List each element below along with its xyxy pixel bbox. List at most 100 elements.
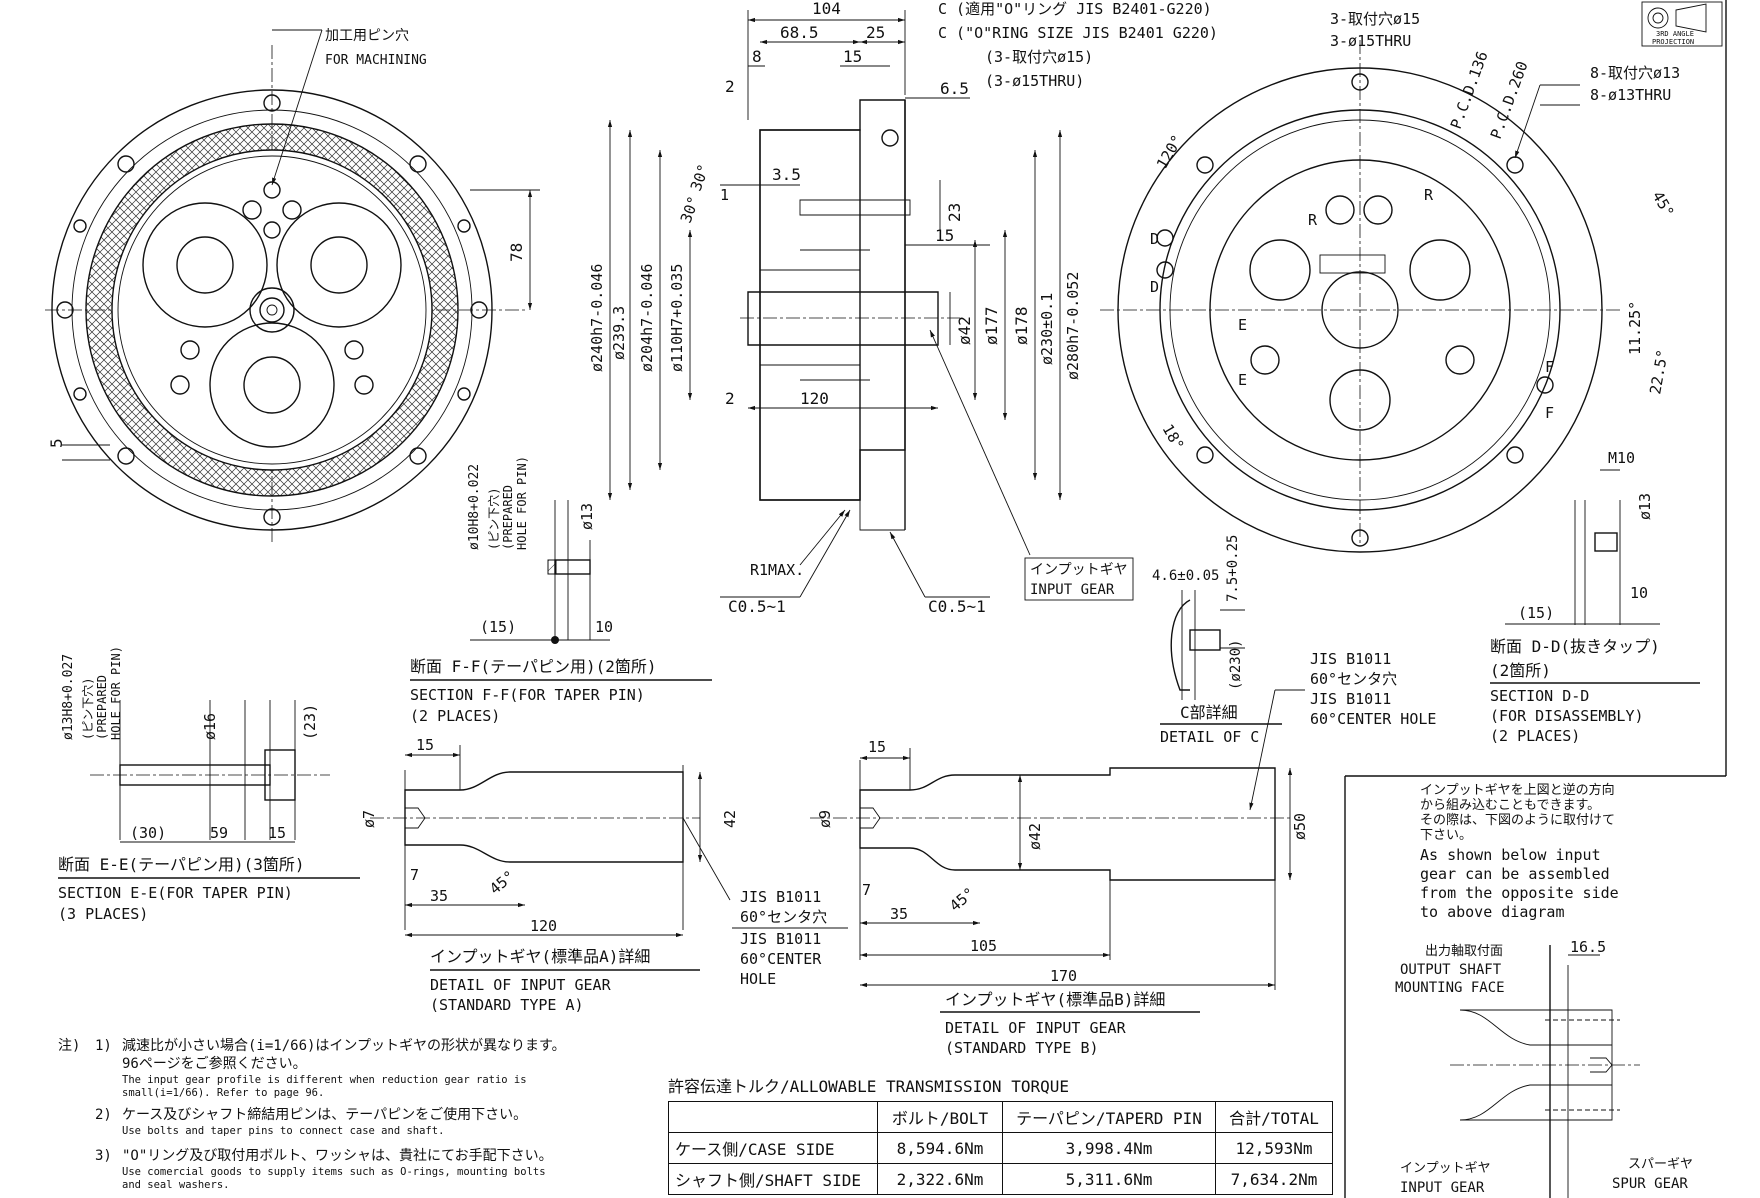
label-d2: D xyxy=(1150,278,1159,296)
section-dd: M10 ø13 10 (15) 断面 D-D(抜きタップ) (2箇所) SECT… xyxy=(1490,449,1700,745)
asm-out-jp: 出力軸取付面 xyxy=(1425,944,1503,959)
detail-c: 4.6±0.05 7.5+0.25 (ø230) C部詳細 DETAIL OF … xyxy=(1152,535,1282,746)
torque-row: ケース側/CASE SIDE 8,594.6Nm 3,998.4Nm 12,59… xyxy=(668,1132,1333,1164)
ff-dim-10: 10 xyxy=(595,618,613,636)
holes3-en: 3-ø15THRU xyxy=(1330,32,1411,50)
front-view: 加工用ピン穴 FOR MACHINING 78 5 xyxy=(45,28,540,545)
dim-30b: 30° xyxy=(677,194,703,226)
dim-2a: 2 xyxy=(725,77,735,96)
dim-2b: 2 xyxy=(725,389,735,408)
ch-l2: 60°センタ穴 xyxy=(1310,670,1397,688)
ga-dim-35: 35 xyxy=(430,887,448,905)
ga-jis4: 60°CENTER xyxy=(740,950,822,968)
input-gear-label-jp: インプットギヤ xyxy=(1030,562,1128,578)
torque-header-cell: テーパピン/TAPERD PIN xyxy=(1002,1101,1216,1133)
ch-l1: JIS B1011 xyxy=(1310,650,1391,668)
dim-104: 104 xyxy=(812,0,841,18)
c-title-en: DETAIL OF C xyxy=(1160,728,1259,746)
asm-en3: from the opposite side xyxy=(1420,884,1619,902)
asm-en1: As shown below input xyxy=(1420,846,1601,864)
center-hole-note: JIS B1011 60°センタ穴 JIS B1011 60°CENTER HO… xyxy=(1249,650,1436,811)
gb-dim-170: 170 xyxy=(1050,967,1077,985)
dim-d177: ø177 xyxy=(982,306,1001,345)
c-dim-7-5: 7.5+0.25 xyxy=(1225,535,1241,602)
ff-pin-jp: (ピン下穴) xyxy=(486,488,501,550)
ga-sub-en: (STANDARD TYPE A) xyxy=(430,996,584,1014)
asm-out-en2: MOUNTING FACE xyxy=(1395,980,1505,996)
dim-d204: ø204h7-0.046 xyxy=(638,264,656,372)
ee-pin-en2: HOLE FOR PIN) xyxy=(109,646,123,740)
torque-cell: 3,998.4Nm xyxy=(1002,1132,1216,1164)
ff-dim-15: (15) xyxy=(480,618,516,636)
input-gear-a: 15 ø7 42 7 35 45° 120 JIS B1011 60°センタ穴 … xyxy=(360,736,848,1014)
label-d1: D xyxy=(1150,230,1159,248)
ga-jis2: 60°センタ穴 xyxy=(740,908,827,926)
c-dim-4-6: 4.6±0.05 xyxy=(1152,568,1219,584)
label-f2: F xyxy=(1545,404,1554,422)
dim-3-5: 3.5 xyxy=(772,165,801,184)
input-gear-b: 15 ø9 ø42 ø50 7 35 45° 105 170 インプットギヤ(標… xyxy=(810,738,1309,1057)
note-prefix: 注) xyxy=(58,1038,80,1054)
dim-d42: ø42 xyxy=(955,316,974,345)
dim-78: 78 xyxy=(507,243,526,262)
hole3-en: (3-ø15THRU) xyxy=(985,72,1084,90)
ee-title-jp: 断面 E-E(テーパピン用)(3箇所) xyxy=(58,855,305,874)
torque-header-cell: 合計/TOTAL xyxy=(1215,1101,1333,1133)
asm-spur-en: SPUR GEAR xyxy=(1612,1176,1688,1192)
r1-max: R1MAX. xyxy=(750,561,804,579)
dd-sub-en: (FOR DISASSEMBLY) xyxy=(1490,707,1644,725)
ga-title-en: DETAIL OF INPUT GEAR xyxy=(430,976,612,994)
ga-dim-15: 15 xyxy=(416,736,434,754)
asm-jp3: その際は、下図のように取付けて xyxy=(1420,813,1615,828)
asm-jp4: 下さい。 xyxy=(1420,828,1472,843)
c05-left: C0.5~1 xyxy=(728,597,786,616)
note1-jp2: 96ページをご参照ください。 xyxy=(122,1055,307,1072)
torque-cell: 7,634.2Nm xyxy=(1215,1163,1333,1195)
ee-pin-jp: (ピン下穴) xyxy=(80,678,95,740)
dd-title-en: SECTION D-D xyxy=(1490,687,1589,705)
torque-cell: ケース側/CASE SIDE xyxy=(668,1132,878,1164)
gb-dim-15: 15 xyxy=(868,738,886,756)
assembly-box: インプットギヤを上図と逆の方向 から組み込むこともできます。 その際は、下図のよ… xyxy=(1344,775,1726,1198)
dim-23: 23 xyxy=(945,203,964,222)
gb-dim-35: 35 xyxy=(890,905,908,923)
machining-callout-jp: 加工用ピン穴 xyxy=(325,28,409,44)
ff-d10: ø10H8+0.022 xyxy=(467,464,482,550)
ga-d42: 42 xyxy=(721,810,739,828)
gb-dim-105: 105 xyxy=(970,937,997,955)
dim-6-5: 6.5 xyxy=(940,79,969,98)
asm-en2: gear can be assembled xyxy=(1420,865,1610,883)
ee-title-en: SECTION E-E(FOR TAPER PIN) xyxy=(58,884,293,902)
gb-title-jp: インプットギヤ(標準品B)詳細 xyxy=(945,990,1165,1009)
notes: 注) 1) 減速比が小さい場合(i=1/66)はインプットギヤの形状が異なります… xyxy=(58,1037,566,1191)
torque-header-cell: ボルト/BOLT xyxy=(877,1101,1003,1133)
c05-right: C0.5~1 xyxy=(928,597,986,616)
gb-d42: ø42 xyxy=(1026,823,1044,850)
asm-dim-16-5: 16.5 xyxy=(1570,938,1606,956)
dim-120: 120 xyxy=(800,389,829,408)
gb-sub-en: (STANDARD TYPE B) xyxy=(945,1039,1099,1057)
torque-title: 許容伝達トルク/ALLOWABLE TRANSMISSION TORQUE xyxy=(668,1077,1069,1096)
label-f1: F xyxy=(1545,358,1554,376)
dim-15b: 15 xyxy=(935,226,954,245)
dd-m10: M10 xyxy=(1608,449,1635,467)
note3-en: Use comercial goods to supply items such… xyxy=(122,1166,546,1178)
torque-table: ボルト/BOLT テーパピン/TAPERD PIN 合計/TOTAL ケース側/… xyxy=(668,1101,1333,1195)
c-title-jp: C部詳細 xyxy=(1180,703,1238,722)
dim-25: 25 xyxy=(866,23,885,42)
ee-dim-15: 15 xyxy=(268,824,286,842)
ee-d23: (23) xyxy=(301,704,319,740)
torque-cell: 8,594.6Nm xyxy=(877,1132,1003,1164)
ff-places: (2 PLACES) xyxy=(410,707,500,725)
note2-en: Use bolts and taper pins to connect case… xyxy=(122,1125,444,1137)
angle-22-5: 22.5° xyxy=(1646,348,1672,396)
ch-l3: JIS B1011 xyxy=(1310,690,1391,708)
label-r1: R xyxy=(1308,211,1318,229)
ff-title-jp: 断面 F-F(テーパピン用)(2箇所) xyxy=(410,657,657,676)
machining-callout-en: FOR MACHINING xyxy=(325,53,427,68)
ee-dim-59: 59 xyxy=(210,824,228,842)
torque-header-cell xyxy=(668,1101,878,1133)
torque-cell: シャフト側/SHAFT SIDE xyxy=(668,1163,878,1195)
projection-label-1: 3RD ANGLE xyxy=(1656,30,1694,38)
ee-d13: ø13H8+0.027 xyxy=(61,654,76,740)
